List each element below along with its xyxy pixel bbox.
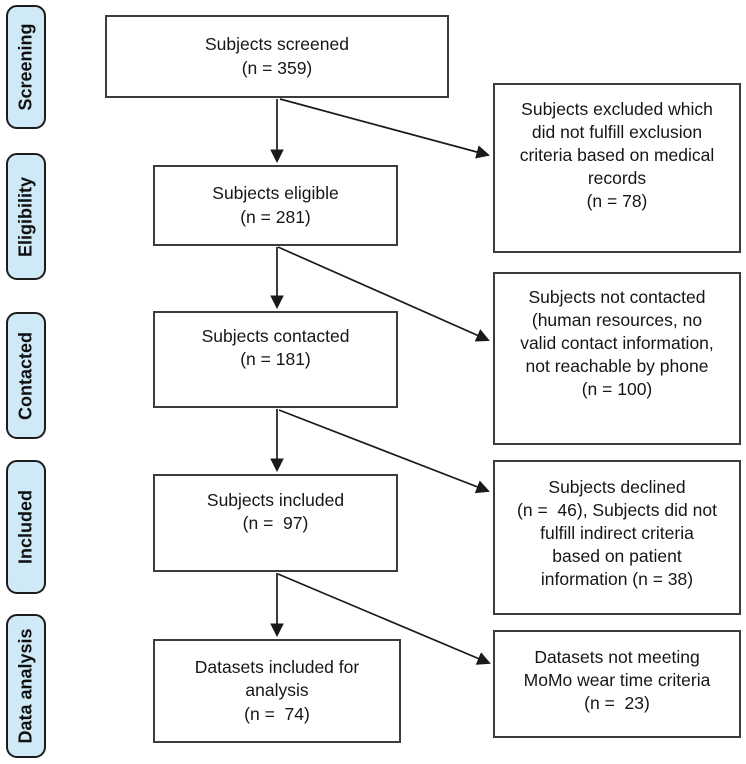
stage-label-screening: Screening: [6, 5, 46, 129]
arrow-screened-to-excluded: [279, 98, 490, 159]
stage-label-contacted-text: Contacted: [15, 331, 36, 420]
exclusion-box-not-contacted: Subjects not contacted (human resources,…: [493, 272, 741, 445]
stage-label-included: Included: [6, 460, 46, 594]
stage-label-eligibility: Eligibility: [6, 153, 46, 280]
exclusion-box-excluded-medical-records: Subjects excluded which did not fulfill …: [493, 83, 741, 253]
stage-label-contacted: Contacted: [6, 312, 46, 439]
flow-box-datasets-included: Datasets included for analysis (n = 74): [153, 639, 401, 743]
stage-label-data-analysis-text: Data analysis: [15, 628, 36, 744]
stage-label-data-analysis: Data analysis: [6, 614, 46, 758]
exclusion-box-not-contacted-text: Subjects not contacted (human resources,…: [520, 287, 714, 400]
stage-label-included-text: Included: [15, 489, 36, 565]
flow-box-subjects-screened: Subjects screened (n = 359): [105, 15, 449, 98]
exclusion-box-declined-text: Subjects declined (n = 46), Subjects did…: [517, 477, 717, 590]
flow-box-datasets-included-text: Datasets included for analysis (n = 74): [194, 657, 360, 724]
stage-label-screening-text: Screening: [15, 23, 36, 111]
flow-box-subjects-contacted-text: Subjects contacted (n = 181): [201, 326, 350, 370]
exclusion-box-wear-time: Datasets not meeting MoMo wear time crit…: [493, 630, 741, 738]
flow-box-subjects-screened-text: Subjects screened (n = 359): [205, 34, 349, 78]
exclusion-box-declined: Subjects declined (n = 46), Subjects did…: [493, 460, 741, 615]
flow-box-subjects-included: Subjects included (n = 97): [153, 474, 398, 572]
exclusion-box-wear-time-text: Datasets not meeting MoMo wear time crit…: [523, 647, 711, 714]
stage-label-eligibility-text: Eligibility: [15, 176, 36, 257]
flow-box-subjects-contacted: Subjects contacted (n = 181): [153, 311, 398, 408]
flow-box-subjects-eligible: Subjects eligible (n = 281): [153, 165, 398, 246]
flow-box-subjects-eligible-text: Subjects eligible (n = 281): [212, 183, 339, 227]
exclusion-box-excluded-medical-records-text: Subjects excluded which did not fulfill …: [519, 99, 715, 212]
flow-box-subjects-included-text: Subjects included (n = 97): [206, 490, 345, 534]
